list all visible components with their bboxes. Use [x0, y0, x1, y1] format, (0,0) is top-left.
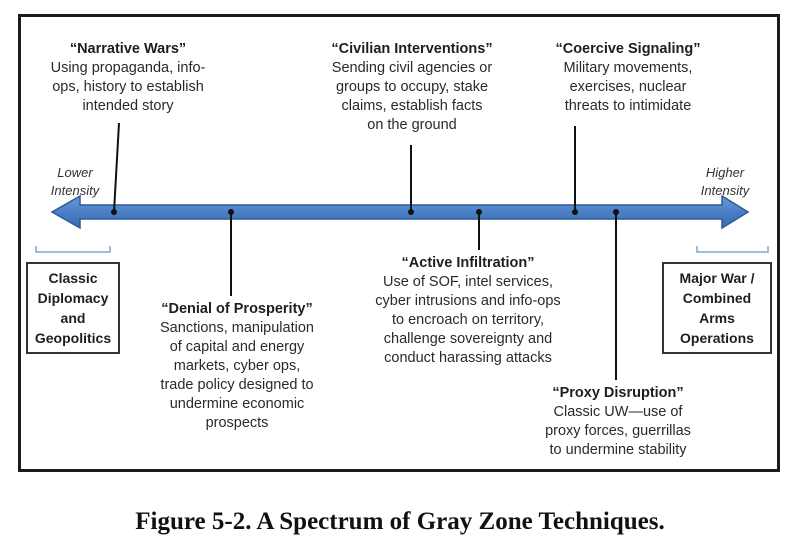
point-civilian-interventions: [408, 209, 414, 215]
diagram-frame: [18, 14, 780, 472]
technique-description: Military movements, exercises, nuclear t…: [563, 60, 693, 114]
technique-title: “Proxy Disruption”: [552, 385, 684, 401]
point-narrative-wars: [111, 209, 117, 215]
technique-title: “Coercive Signaling”: [555, 41, 701, 57]
point-proxy-disruption: [613, 209, 619, 215]
point-active-infiltration: [476, 209, 482, 215]
technique-coercive-signaling: “Coercive Signaling” Military movements,…: [540, 40, 716, 116]
higher-intensity-label: Higher Intensity: [700, 165, 750, 198]
connector-narrative-wars: [113, 122, 120, 213]
technique-description: Using propaganda, info- ops, history to …: [50, 60, 206, 114]
point-coercive-signaling: [572, 209, 578, 215]
intensity-arrow: [50, 194, 750, 230]
bracket-left: [35, 246, 111, 253]
technique-description: Sanctions, manipulation of capital and e…: [160, 320, 314, 431]
figure-caption: Figure 5-2. A Spectrum of Gray Zone Tech…: [135, 508, 665, 535]
technique-description: Sending civil agencies or groups to occu…: [331, 60, 493, 133]
technique-title: “Civilian Interventions”: [331, 41, 493, 57]
bracket-right: [696, 246, 769, 253]
technique-title: “Active Infiltration”: [401, 255, 535, 271]
technique-active-infiltration: “Active Infiltration” Use of SOF, intel …: [350, 254, 586, 368]
technique-civilian-interventions: “Civilian Interventions” Sending civil a…: [314, 40, 510, 135]
technique-description: Classic UW—use of proxy forces, guerrill…: [545, 404, 691, 458]
end-box-classic-diplomacy: Classic Diplomacy and Geopolitics: [26, 262, 120, 354]
technique-title: “Narrative Wars”: [69, 41, 187, 57]
technique-description: Use of SOF, intel services, cyber intrus…: [375, 274, 561, 366]
technique-proxy-disruption: “Proxy Disruption” Classic UW—use of pro…: [536, 384, 700, 460]
technique-denial-of-prosperity: “Denial of Prosperity” Sanctions, manipu…: [142, 300, 332, 433]
technique-title: “Denial of Prosperity”: [161, 301, 313, 317]
lower-intensity-label: Lower Intensity: [50, 165, 100, 198]
technique-narrative-wars: “Narrative Wars” Using propaganda, info-…: [30, 40, 226, 116]
end-box-major-war: Major War / Combined Arms Operations: [662, 262, 772, 354]
point-denial-of-prosperity: [228, 209, 234, 215]
